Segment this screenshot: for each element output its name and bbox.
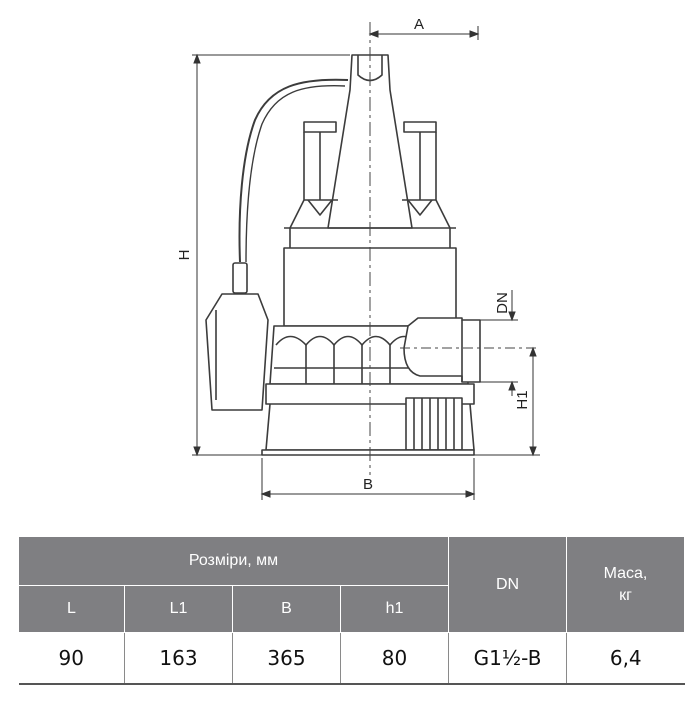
specs-value-row: 90 163 365 80 G1½-B 6,4 — [18, 632, 685, 685]
value-dn: G1½-B — [448, 632, 567, 685]
dimension-h1-label: H1 — [514, 390, 531, 409]
side-discharge — [403, 317, 481, 383]
value-h1: 80 — [340, 632, 449, 685]
value-l: 90 — [18, 632, 125, 685]
upper-housing — [289, 121, 451, 248]
dimension-b-label: B — [363, 476, 373, 493]
header-l: L — [18, 585, 125, 633]
mass-header: Маса, кг — [566, 536, 685, 633]
header-l1: L1 — [124, 585, 233, 633]
specs-header-row-2: L L1 B h1 — [18, 585, 685, 633]
mass-header-line2: кг — [619, 586, 632, 604]
header-h1: h1 — [340, 585, 449, 633]
pump-drawing: A H B DN H1 — [176, 16, 540, 500]
value-b: 365 — [232, 632, 341, 685]
dimension-a-label: A — [414, 16, 424, 33]
value-mass: 6,4 — [566, 632, 685, 685]
power-cable — [238, 78, 349, 263]
mass-header-line1: Маса, — [603, 564, 648, 582]
dimension-dn-label: DN — [494, 292, 511, 314]
specs-header-row-1: Розміри, мм DN Маса, кг — [18, 536, 685, 633]
dimensions-group-header: Розміри, мм — [18, 536, 449, 586]
strainer-grille — [405, 397, 463, 451]
float-switch — [205, 262, 269, 411]
header-b: B — [232, 585, 341, 633]
dn-header: DN — [448, 536, 567, 633]
dimension-h-label: H — [176, 250, 193, 261]
specs-table: Розміри, мм DN Маса, кг L L1 B h1 90 163… — [18, 536, 685, 685]
value-l1: 163 — [124, 632, 233, 685]
